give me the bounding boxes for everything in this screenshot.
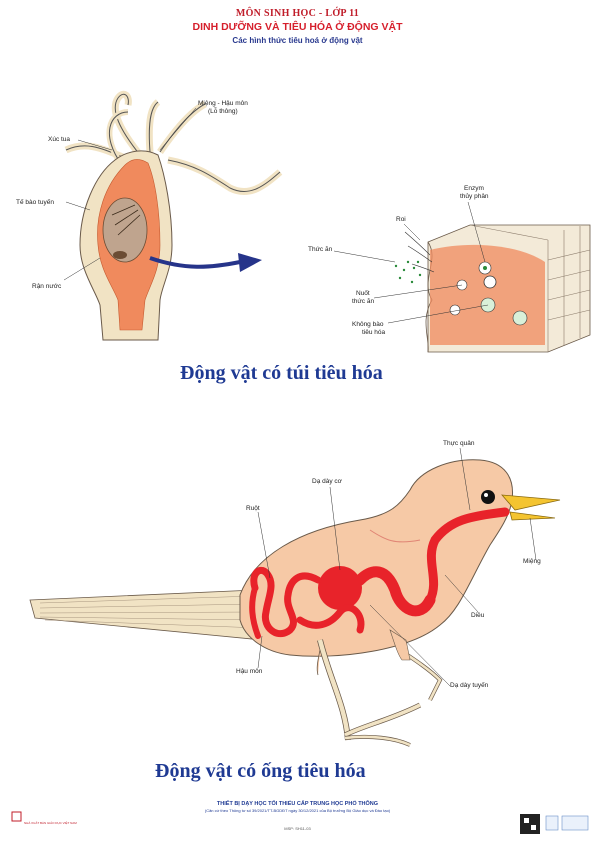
label-food: Thức ăn [308,246,333,253]
label-vacuole-2: tiêu hóa [362,329,386,336]
label-enzyme-2: thủy phân [460,193,489,200]
qr-code [520,814,540,834]
bird-illustration [29,459,561,747]
footer-publisher: NHÀ XUẤT BẢN GIÁO DỤC VIỆT NAM [24,821,77,825]
section1-title: Động vật có túi tiêu hóa [180,362,383,384]
label-water-flea: Rận nước [32,283,62,290]
label-mouth: Miệng [523,558,541,565]
label-enzyme: Enzym [464,185,484,192]
label-crop: Diều [471,612,485,619]
label-engulf-2: thức ăn [352,298,375,305]
label-esophagus: Thực quản [443,440,475,447]
footer-line-1: THIẾT BỊ DẠY HỌC TỐI THIỂU CẤP TRUNG HỌC… [216,801,379,807]
hydra-tentacles [64,90,283,196]
hydra-body [79,150,173,341]
section2-title: Động vật có ống tiêu hóa [155,760,366,782]
label-vacuole: Không bào [352,321,384,328]
subject-line: MÔN SINH HỌC - LỚP 11 [235,8,360,19]
certification-logo [545,815,559,831]
label-mouth-anus: Miệng - Hậu môn [198,100,248,107]
publisher-logo [11,811,22,822]
certification-logo-2 [561,815,589,831]
label-intestine: Ruột [246,505,260,512]
cell-tissue-block [394,224,591,353]
label-engulf: Nuốt [356,290,370,297]
footer-code: MSP: SH11-03 [284,826,311,831]
section2-leaders [257,447,537,687]
page-subtitle: Các hình thức tiêu hoá ở động vật [232,36,363,45]
footer-line-2: (Căn cứ theo Thông tư số 39/2021/TT-BGDĐ… [204,808,391,813]
section1-leaders [63,107,489,324]
process-arrow [149,256,241,269]
label-proventriculus: Dạ dày tuyến [450,682,489,689]
label-flagella: Roi [396,216,406,223]
label-anus: Hậu môn [236,668,263,675]
label-gland-cell: Tế bào tuyến [16,199,54,206]
page-title: DINH DƯỠNG VÀ TIÊU HÓA Ở ĐỘNG VẬT [192,21,403,33]
label-gizzard: Dạ dày cơ [312,478,342,485]
label-mouth-anus-note: (Lỗ thông) [208,108,238,115]
label-tentacle: Xúc tua [48,136,71,143]
